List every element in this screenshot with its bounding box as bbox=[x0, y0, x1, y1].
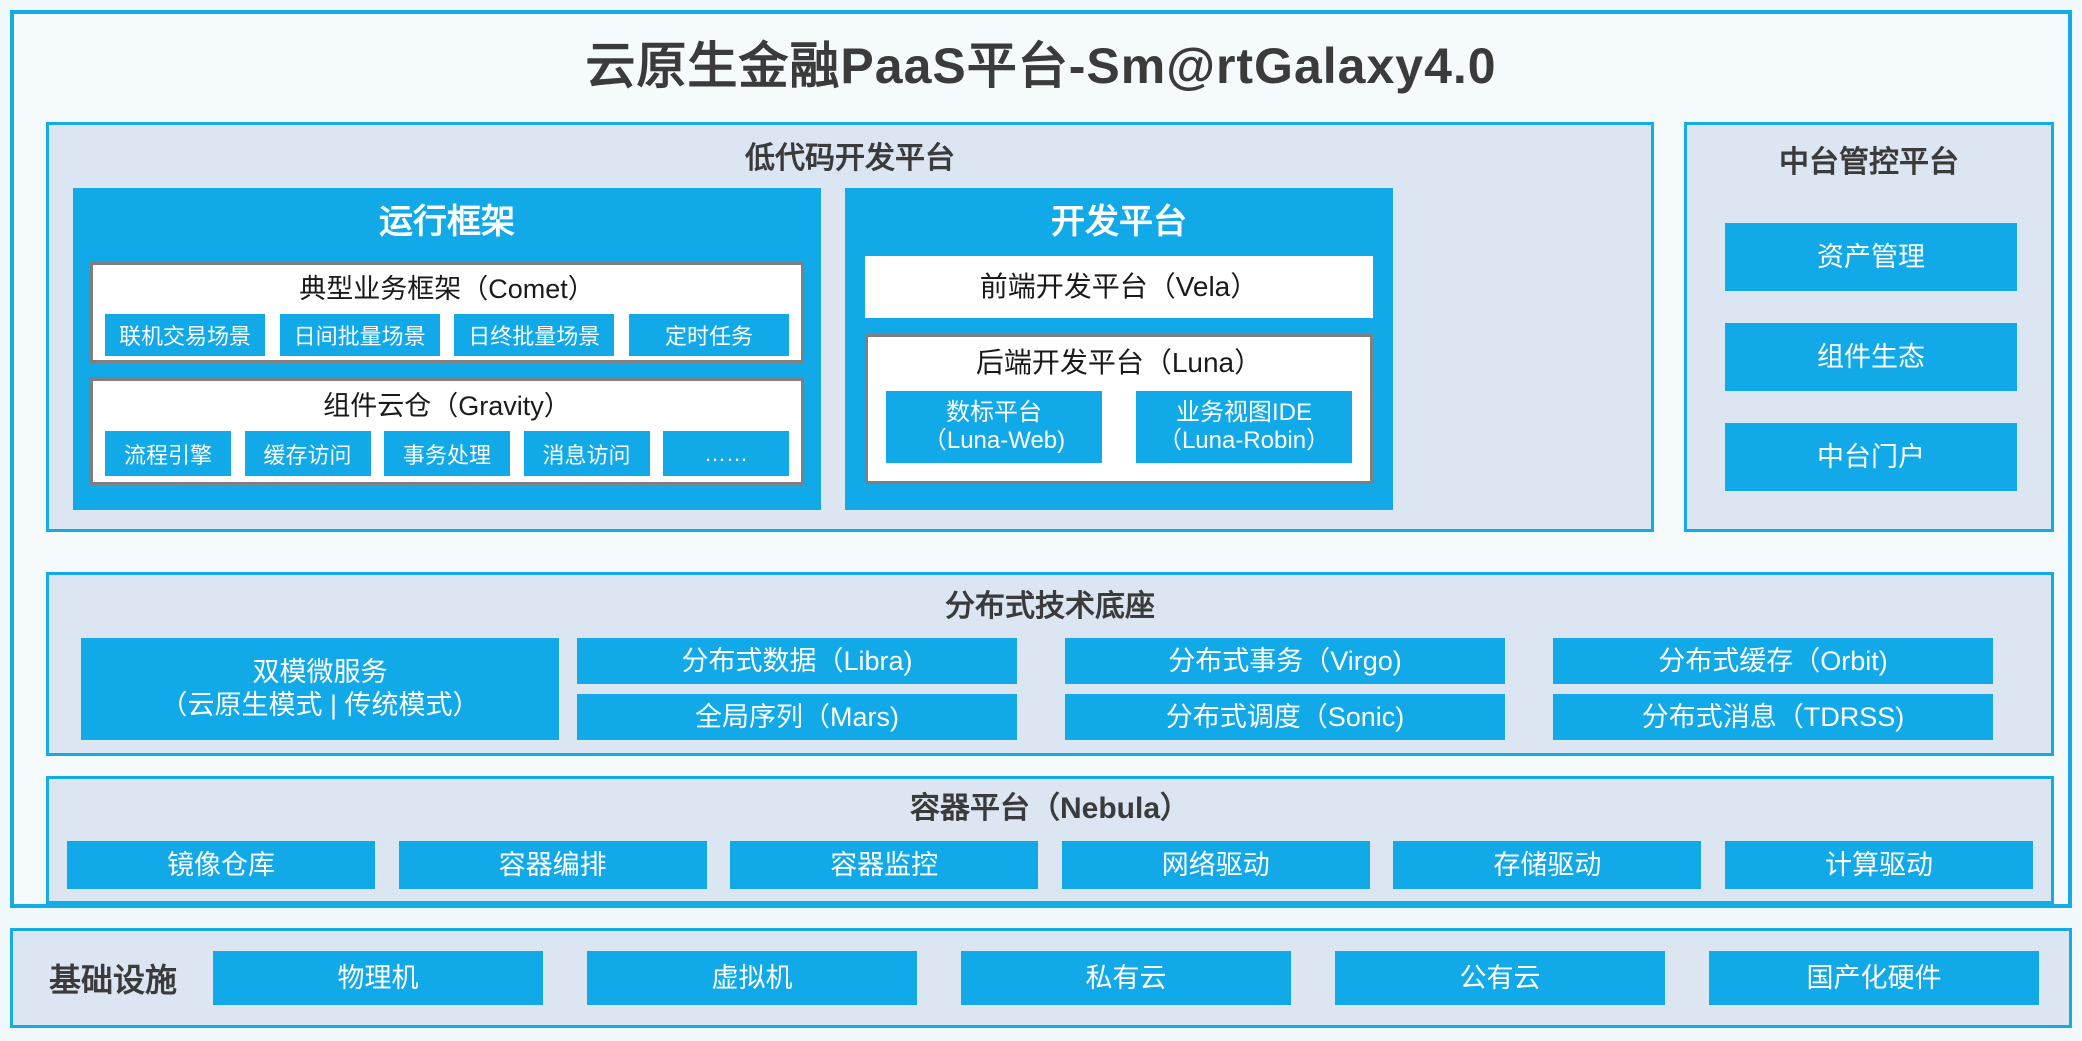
dist-item-tdrss[interactable]: 分布式消息（TDRSS) bbox=[1553, 694, 1993, 740]
vela-card[interactable]: 前端开发平台（Vela） bbox=[865, 256, 1373, 318]
mid-platform-item-asset[interactable]: 资产管理 bbox=[1725, 223, 2017, 291]
dual-mode-microservice-block[interactable]: 双模微服务 （云原生模式 | 传统模式） bbox=[81, 638, 559, 740]
luna-item-robin[interactable]: 业务视图IDE （Luna-Robin） bbox=[1136, 391, 1352, 463]
comet-item[interactable]: 日终批量场景 bbox=[454, 314, 615, 356]
dual-mode-line1: 双模微服务 bbox=[252, 657, 388, 688]
comet-item-row: 联机交易场景 日间批量场景 日终批量场景 定时任务 bbox=[93, 314, 801, 356]
comet-item[interactable]: 联机交易场景 bbox=[105, 314, 265, 356]
luna-item-robin-code: （Luna-Robin） bbox=[1157, 427, 1331, 454]
luna-item-row: 数标平台 （Luna-Web) 业务视图IDE （Luna-Robin） bbox=[868, 391, 1370, 463]
comet-item[interactable]: 日间批量场景 bbox=[279, 314, 440, 356]
infrastructure-panel: 基础设施 物理机 虚拟机 私有云 公有云 国产化硬件 bbox=[10, 928, 2072, 1028]
mid-platform-item-component[interactable]: 组件生态 bbox=[1725, 323, 2017, 391]
luna-item-web-code: （Luna-Web) bbox=[922, 427, 1066, 454]
distributed-column-3: 分布式缓存（Orbit) 分布式消息（TDRSS) bbox=[1553, 638, 1993, 740]
comet-title: 典型业务框架（Comet） bbox=[299, 274, 595, 304]
container-item-row: 镜像仓库 容器编排 容器监控 网络驱动 存储驱动 计算驱动 bbox=[49, 841, 2051, 889]
container-item-monitoring[interactable]: 容器监控 bbox=[730, 841, 1039, 889]
luna-title: 后端开发平台（Luna） bbox=[975, 347, 1263, 378]
page-title: 云原生金融PaaS平台-Sm@rtGalaxy4.0 bbox=[585, 38, 1497, 94]
container-item-registry[interactable]: 镜像仓库 bbox=[67, 841, 375, 889]
dev-platform-block: 开发平台 前端开发平台（Vela） 后端开发平台（Luna） 数标平台 （Lun… bbox=[845, 188, 1393, 510]
dist-item-sonic[interactable]: 分布式调度（Sonic) bbox=[1065, 694, 1505, 740]
luna-item-web-name: 数标平台 bbox=[946, 399, 1042, 427]
distributed-column-1: 分布式数据（Libra) 全局序列（Mars) bbox=[577, 638, 1017, 740]
container-item-storage-driver[interactable]: 存储驱动 bbox=[1393, 841, 1702, 889]
container-item-network-driver[interactable]: 网络驱动 bbox=[1061, 841, 1370, 889]
distributed-base-panel: 分布式技术底座 双模微服务 （云原生模式 | 传统模式） 分布式数据（Libra… bbox=[46, 572, 2054, 756]
distributed-column-2: 分布式事务（Virgo) 分布式调度（Sonic) bbox=[1065, 638, 1505, 740]
gravity-item[interactable]: 事务处理 bbox=[384, 431, 510, 476]
gravity-item[interactable]: 缓存访问 bbox=[244, 431, 371, 476]
gravity-title: 组件云仓（Gravity） bbox=[323, 391, 571, 421]
mid-platform-title: 中台管控平台 bbox=[1779, 146, 1959, 179]
infrastructure-item-row: 物理机 虚拟机 私有云 公有云 国产化硬件 bbox=[213, 951, 2069, 1005]
container-platform-title: 容器平台（Nebula） bbox=[909, 792, 1191, 825]
gravity-item[interactable]: 消息访问 bbox=[523, 431, 650, 476]
mid-platform-panel: 中台管控平台 资产管理 组件生态 中台门户 bbox=[1684, 122, 2054, 532]
infra-item-physical[interactable]: 物理机 bbox=[213, 951, 543, 1005]
mid-platform-item-portal[interactable]: 中台门户 bbox=[1725, 423, 2017, 491]
runtime-framework-block: 运行框架 典型业务框架（Comet） 联机交易场景 日间批量场景 日终批量场景 … bbox=[73, 188, 821, 510]
gravity-card: 组件云仓（Gravity） 流程引擎 缓存访问 事务处理 消息访问 …… bbox=[90, 378, 804, 485]
gravity-item[interactable]: 流程引擎 bbox=[105, 431, 231, 476]
container-item-compute-driver[interactable]: 计算驱动 bbox=[1724, 841, 2033, 889]
distributed-base-title: 分布式技术底座 bbox=[945, 590, 1155, 623]
platform-outer-frame: 云原生金融PaaS平台-Sm@rtGalaxy4.0 低代码开发平台 运行框架 … bbox=[10, 10, 2072, 908]
luna-item-robin-name: 业务视图IDE bbox=[1175, 399, 1312, 427]
comet-card: 典型业务框架（Comet） 联机交易场景 日间批量场景 日终批量场景 定时任务 bbox=[90, 262, 804, 363]
luna-card: 后端开发平台（Luna） 数标平台 （Luna-Web) 业务视图IDE （Lu… bbox=[865, 334, 1373, 484]
comet-item[interactable]: 定时任务 bbox=[628, 314, 789, 356]
infra-item-private-cloud[interactable]: 私有云 bbox=[961, 951, 1291, 1005]
lowcode-platform-panel: 低代码开发平台 运行框架 典型业务框架（Comet） 联机交易场景 日间批量场景… bbox=[46, 122, 1654, 532]
vela-title: 前端开发平台（Vela） bbox=[979, 271, 1259, 302]
container-platform-panel: 容器平台（Nebula） 镜像仓库 容器编排 容器监控 网络驱动 存储驱动 计算… bbox=[46, 776, 2054, 904]
infra-item-virtual[interactable]: 虚拟机 bbox=[587, 951, 917, 1005]
dist-item-virgo[interactable]: 分布式事务（Virgo) bbox=[1065, 638, 1505, 684]
gravity-item-row: 流程引擎 缓存访问 事务处理 消息访问 …… bbox=[93, 431, 801, 476]
dist-item-orbit[interactable]: 分布式缓存（Orbit) bbox=[1553, 638, 1993, 684]
runtime-framework-title: 运行框架 bbox=[379, 203, 515, 241]
dist-item-libra[interactable]: 分布式数据（Libra) bbox=[577, 638, 1017, 684]
infrastructure-label: 基础设施 bbox=[48, 962, 177, 998]
infra-item-domestic-hardware[interactable]: 国产化硬件 bbox=[1709, 951, 2039, 1005]
gravity-item-more[interactable]: …… bbox=[663, 431, 789, 476]
dual-mode-line2: （云原生模式 | 传统模式） bbox=[160, 690, 480, 720]
dev-platform-title: 开发平台 bbox=[1051, 203, 1187, 241]
lowcode-platform-title: 低代码开发平台 bbox=[745, 142, 955, 175]
infra-item-public-cloud[interactable]: 公有云 bbox=[1335, 951, 1665, 1005]
diagram-title-bar: 云原生金融PaaS平台-Sm@rtGalaxy4.0 bbox=[14, 14, 2068, 110]
luna-item-web[interactable]: 数标平台 （Luna-Web) bbox=[886, 391, 1102, 463]
dist-item-mars[interactable]: 全局序列（Mars) bbox=[577, 694, 1017, 740]
container-item-orchestration[interactable]: 容器编排 bbox=[398, 841, 707, 889]
